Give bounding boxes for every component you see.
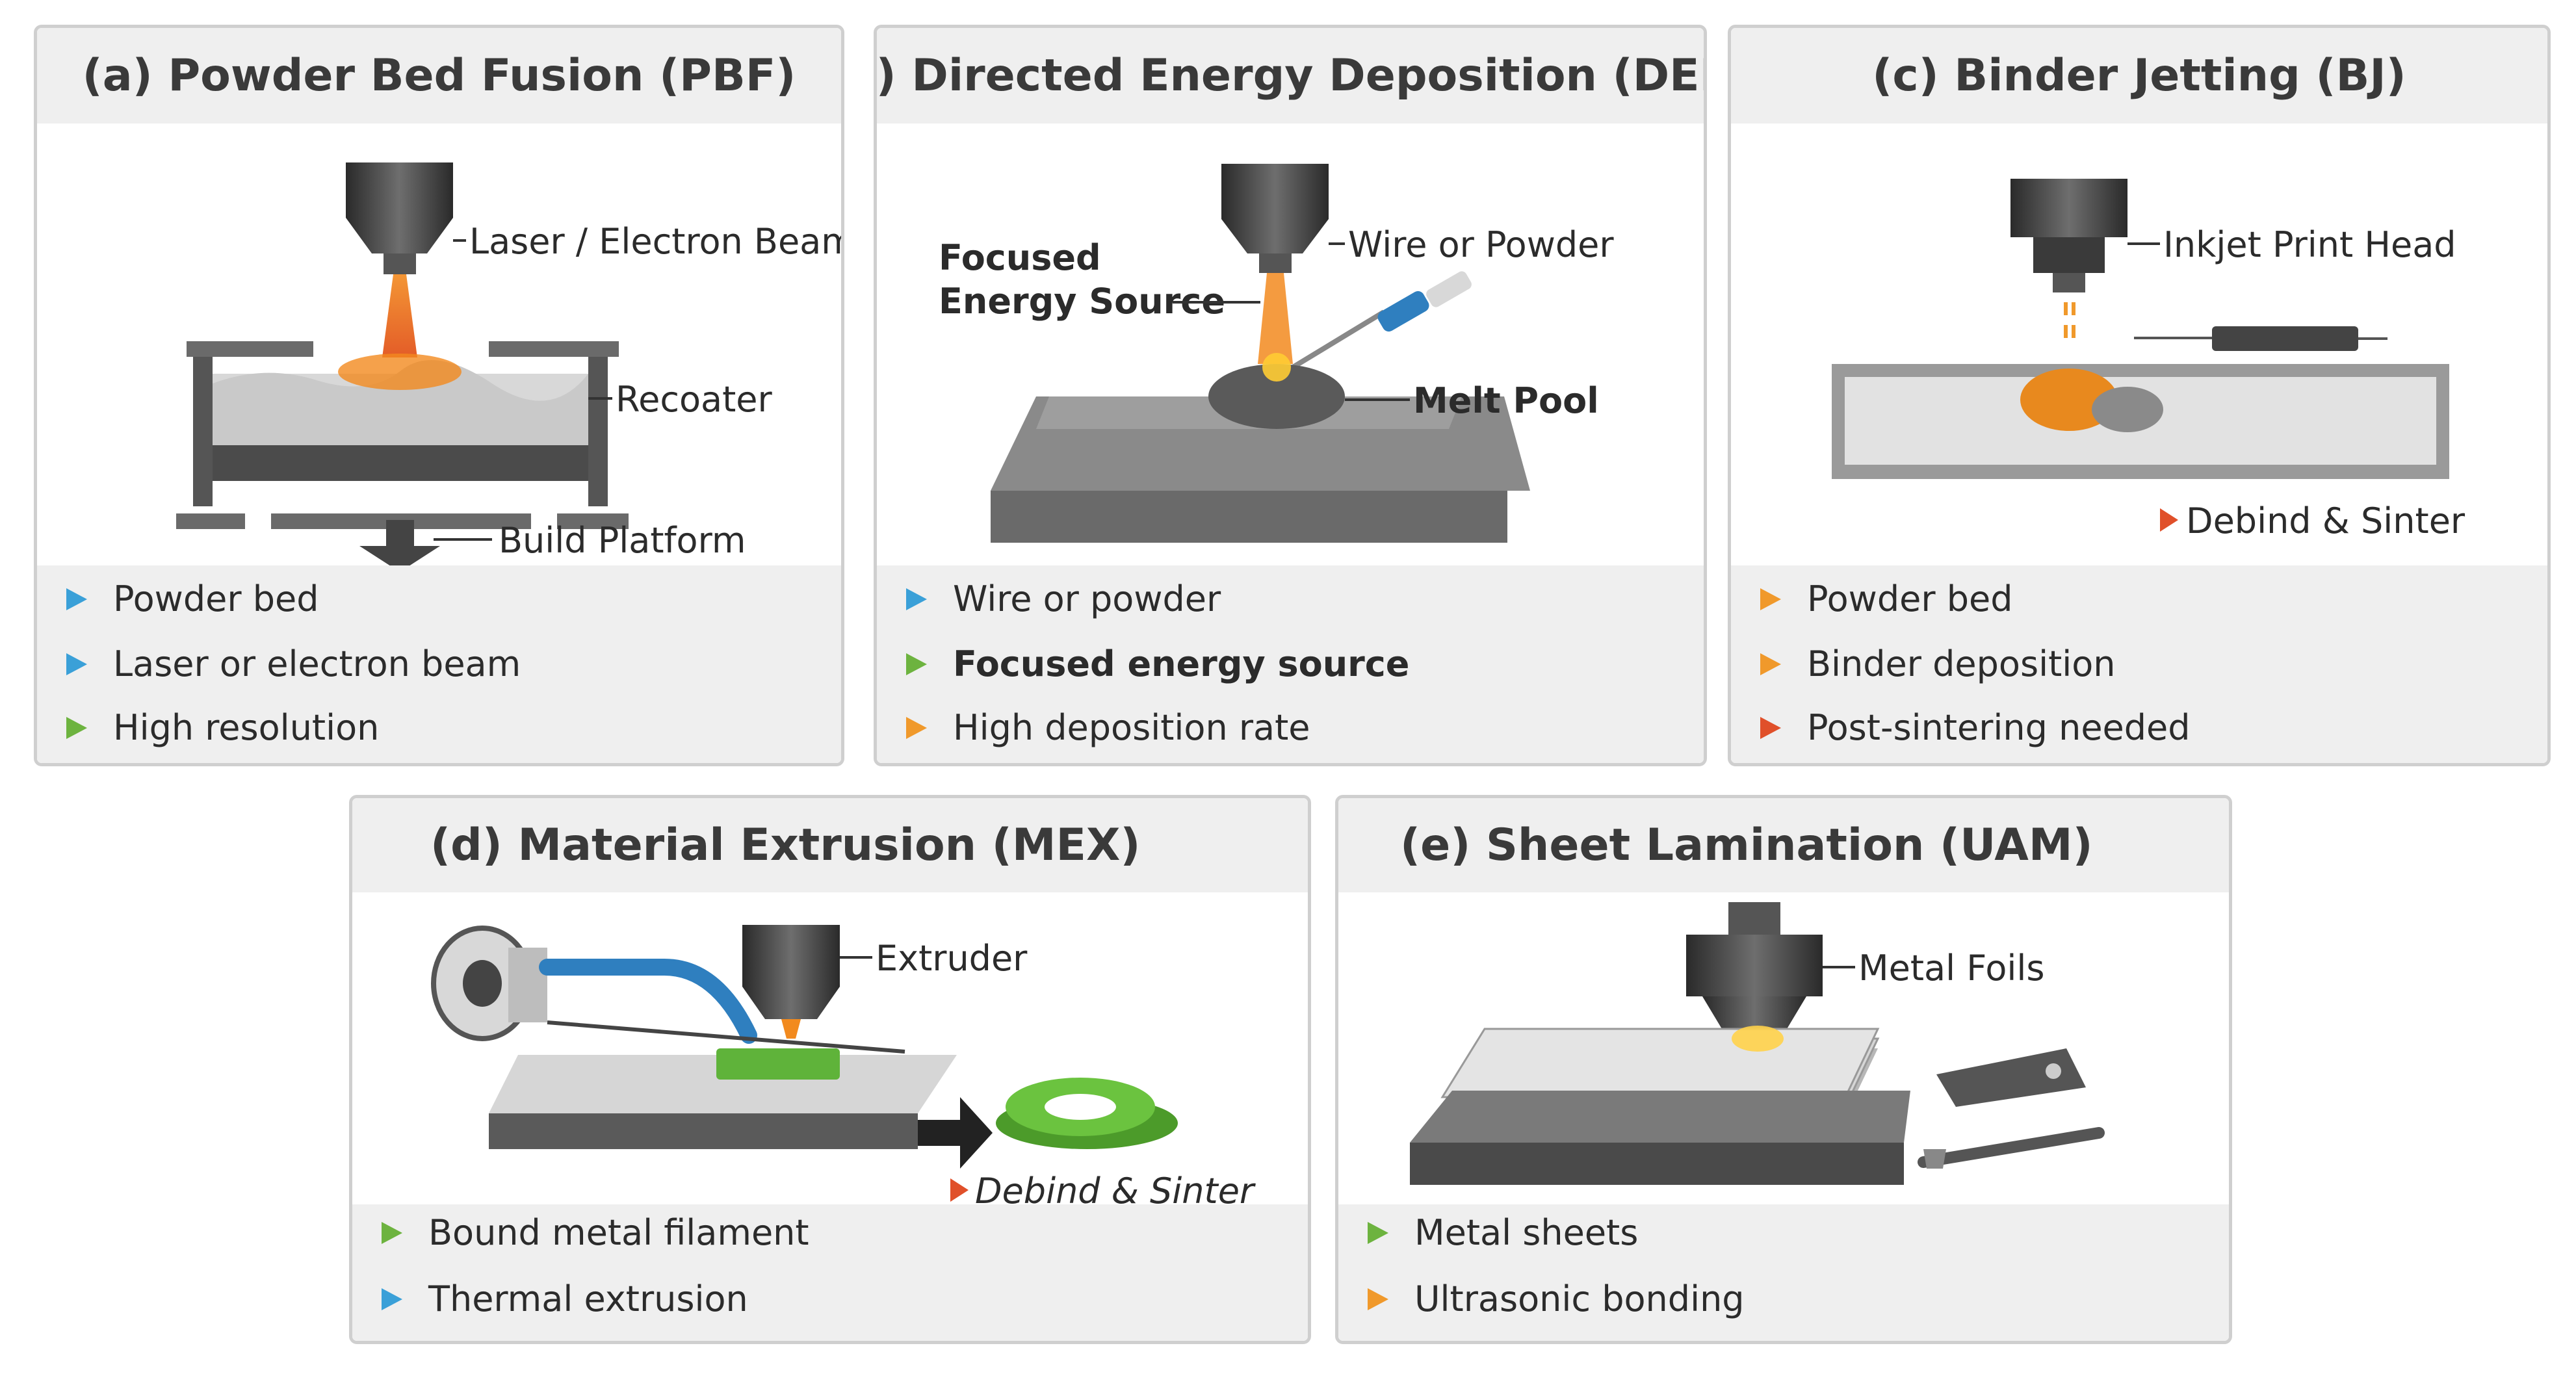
bullet-marker-icon	[1760, 653, 1781, 675]
energy-beam-icon	[1258, 273, 1293, 364]
label-extruder: Extruder	[876, 938, 1028, 979]
clamp-tool-icon	[1918, 1048, 2105, 1169]
label-head: Inkjet Print Head	[2163, 224, 2456, 265]
recoater-blade-icon	[2134, 326, 2387, 351]
panel-pbf: (a) Powder Bed Fusion (PBF) Laser / Elec…	[34, 25, 844, 766]
label-beam: Laser / Electron Beam	[469, 221, 841, 262]
bonding-spark-icon	[1732, 1026, 1784, 1052]
bullet-marker-icon	[906, 653, 927, 675]
bullet-marker-icon	[906, 716, 927, 739]
bullet-uam-1: Metal sheets	[1368, 1212, 1638, 1253]
bullet-list-bj: Powder bed Binder deposition Post-sinter…	[1731, 565, 2547, 763]
panel-bj: (c) Binder Jetting (BJ) Inkjet Print Hea…	[1728, 25, 2551, 766]
bullet-ded-1: Wire or powder	[906, 578, 1221, 619]
bullet-uam-2: Ultrasonic bonding	[1368, 1278, 1745, 1319]
bullet-mex-1: Bound metal filament	[382, 1212, 809, 1253]
bullet-marker-icon	[906, 588, 927, 610]
panel-title-ded: (b) Directed Energy Deposition (DED)	[877, 28, 1704, 123]
laser-beam-icon	[382, 274, 417, 357]
binder-droplets-icon	[2064, 302, 2075, 338]
bullet-marker-icon	[382, 1288, 402, 1310]
bullet-marker-icon	[1368, 1221, 1388, 1244]
bullet-bj-2: Binder deposition	[1760, 643, 2116, 684]
powder-bed-icon	[1832, 364, 2449, 479]
illustration-uam: Metal Foils	[1338, 892, 2229, 1204]
bullet-marker-icon	[1368, 1288, 1388, 1310]
label-bj-post: Debind & Sinter	[2186, 500, 2465, 541]
bullet-list-ded: Wire or powder Focused energy source Hig…	[877, 565, 1704, 763]
label-mex-post: Debind & Sinter	[975, 1171, 1256, 1204]
panel-uam: (e) Sheet Lamination (UAM) Metal Foils	[1335, 795, 2232, 1344]
powder-chamber-icon	[176, 341, 629, 529]
print-head-icon	[2010, 179, 2127, 292]
bullet-marker-icon	[66, 588, 87, 610]
label-recoater: Recoater	[616, 379, 773, 420]
label-source-line1: Focused	[939, 237, 1101, 278]
panel-title-uam: (e) Sheet Lamination (UAM)	[1338, 798, 2229, 892]
base-plate-icon	[1410, 1091, 1910, 1185]
bullet-bj-1: Powder bed	[1760, 578, 2013, 619]
panel-ded: (b) Directed Energy Deposition (DED) Foc…	[874, 25, 1707, 766]
sonotrode-icon	[1686, 902, 1823, 1029]
panel-title-bj: (c) Binder Jetting (BJ)	[1731, 28, 2547, 123]
bullet-pbf-1: Powder bed	[66, 578, 319, 619]
sintered-part-icon	[996, 1078, 1178, 1149]
bullet-list-uam: Metal sheets Ultrasonic bonding	[1338, 1204, 2229, 1341]
bullet-marker-icon	[66, 653, 87, 675]
label-platform: Build Platform	[499, 520, 746, 561]
bullet-pbf-2: Laser or electron beam	[66, 643, 521, 684]
bullet-mex-2: Thermal extrusion	[382, 1278, 748, 1319]
green-part-icon	[716, 1048, 840, 1080]
bullet-ded-2: Focused energy source	[906, 643, 1409, 684]
right-arrow-icon	[918, 1097, 993, 1169]
melt-pool-icon	[1208, 364, 1345, 429]
label-feed: Wire or Powder	[1348, 224, 1614, 265]
laser-nozzle-icon	[346, 162, 453, 274]
panel-mex: (d) Material Extrusion (MEX) Extruder	[349, 795, 1311, 1344]
wire-feeder-icon	[1291, 271, 1472, 370]
illustration-ded: Focused Energy Source Wire or Powder Mel…	[877, 123, 1704, 572]
bullet-list-mex: Bound metal filament Thermal extrusion	[352, 1204, 1308, 1341]
energy-nozzle-icon	[1221, 164, 1329, 273]
bullet-pbf-3: High resolution	[66, 707, 379, 748]
label-foils: Metal Foils	[1858, 948, 2045, 989]
bullet-marker-icon	[66, 716, 87, 739]
filament-tube-icon	[539, 959, 757, 1044]
bullet-marker-icon	[1760, 716, 1781, 739]
bullet-marker-icon	[1760, 588, 1781, 610]
panel-title-mex: (d) Material Extrusion (MEX)	[352, 798, 1308, 892]
bullet-list-pbf: Powder bed Laser or electron beam High r…	[37, 565, 841, 763]
extruder-nozzle-icon	[742, 925, 840, 1039]
bullet-marker-icon	[382, 1221, 402, 1244]
illustration-pbf: Laser / Electron Beam Recoater Build Pla…	[37, 123, 841, 572]
illustration-bj: Inkjet Print Head Debind & Sinter	[1731, 123, 2547, 572]
panel-title-pbf: (a) Powder Bed Fusion (PBF)	[37, 28, 841, 123]
illustration-mex: Extruder Debind & Sinter	[352, 892, 1308, 1204]
label-melt-pool: Melt Pool	[1413, 380, 1599, 421]
down-arrow-icon	[359, 520, 440, 572]
bullet-bj-3: Post-sintering needed	[1760, 707, 2191, 748]
bullet-ded-3: High deposition rate	[906, 707, 1310, 748]
filament-spool-icon	[431, 926, 547, 1041]
